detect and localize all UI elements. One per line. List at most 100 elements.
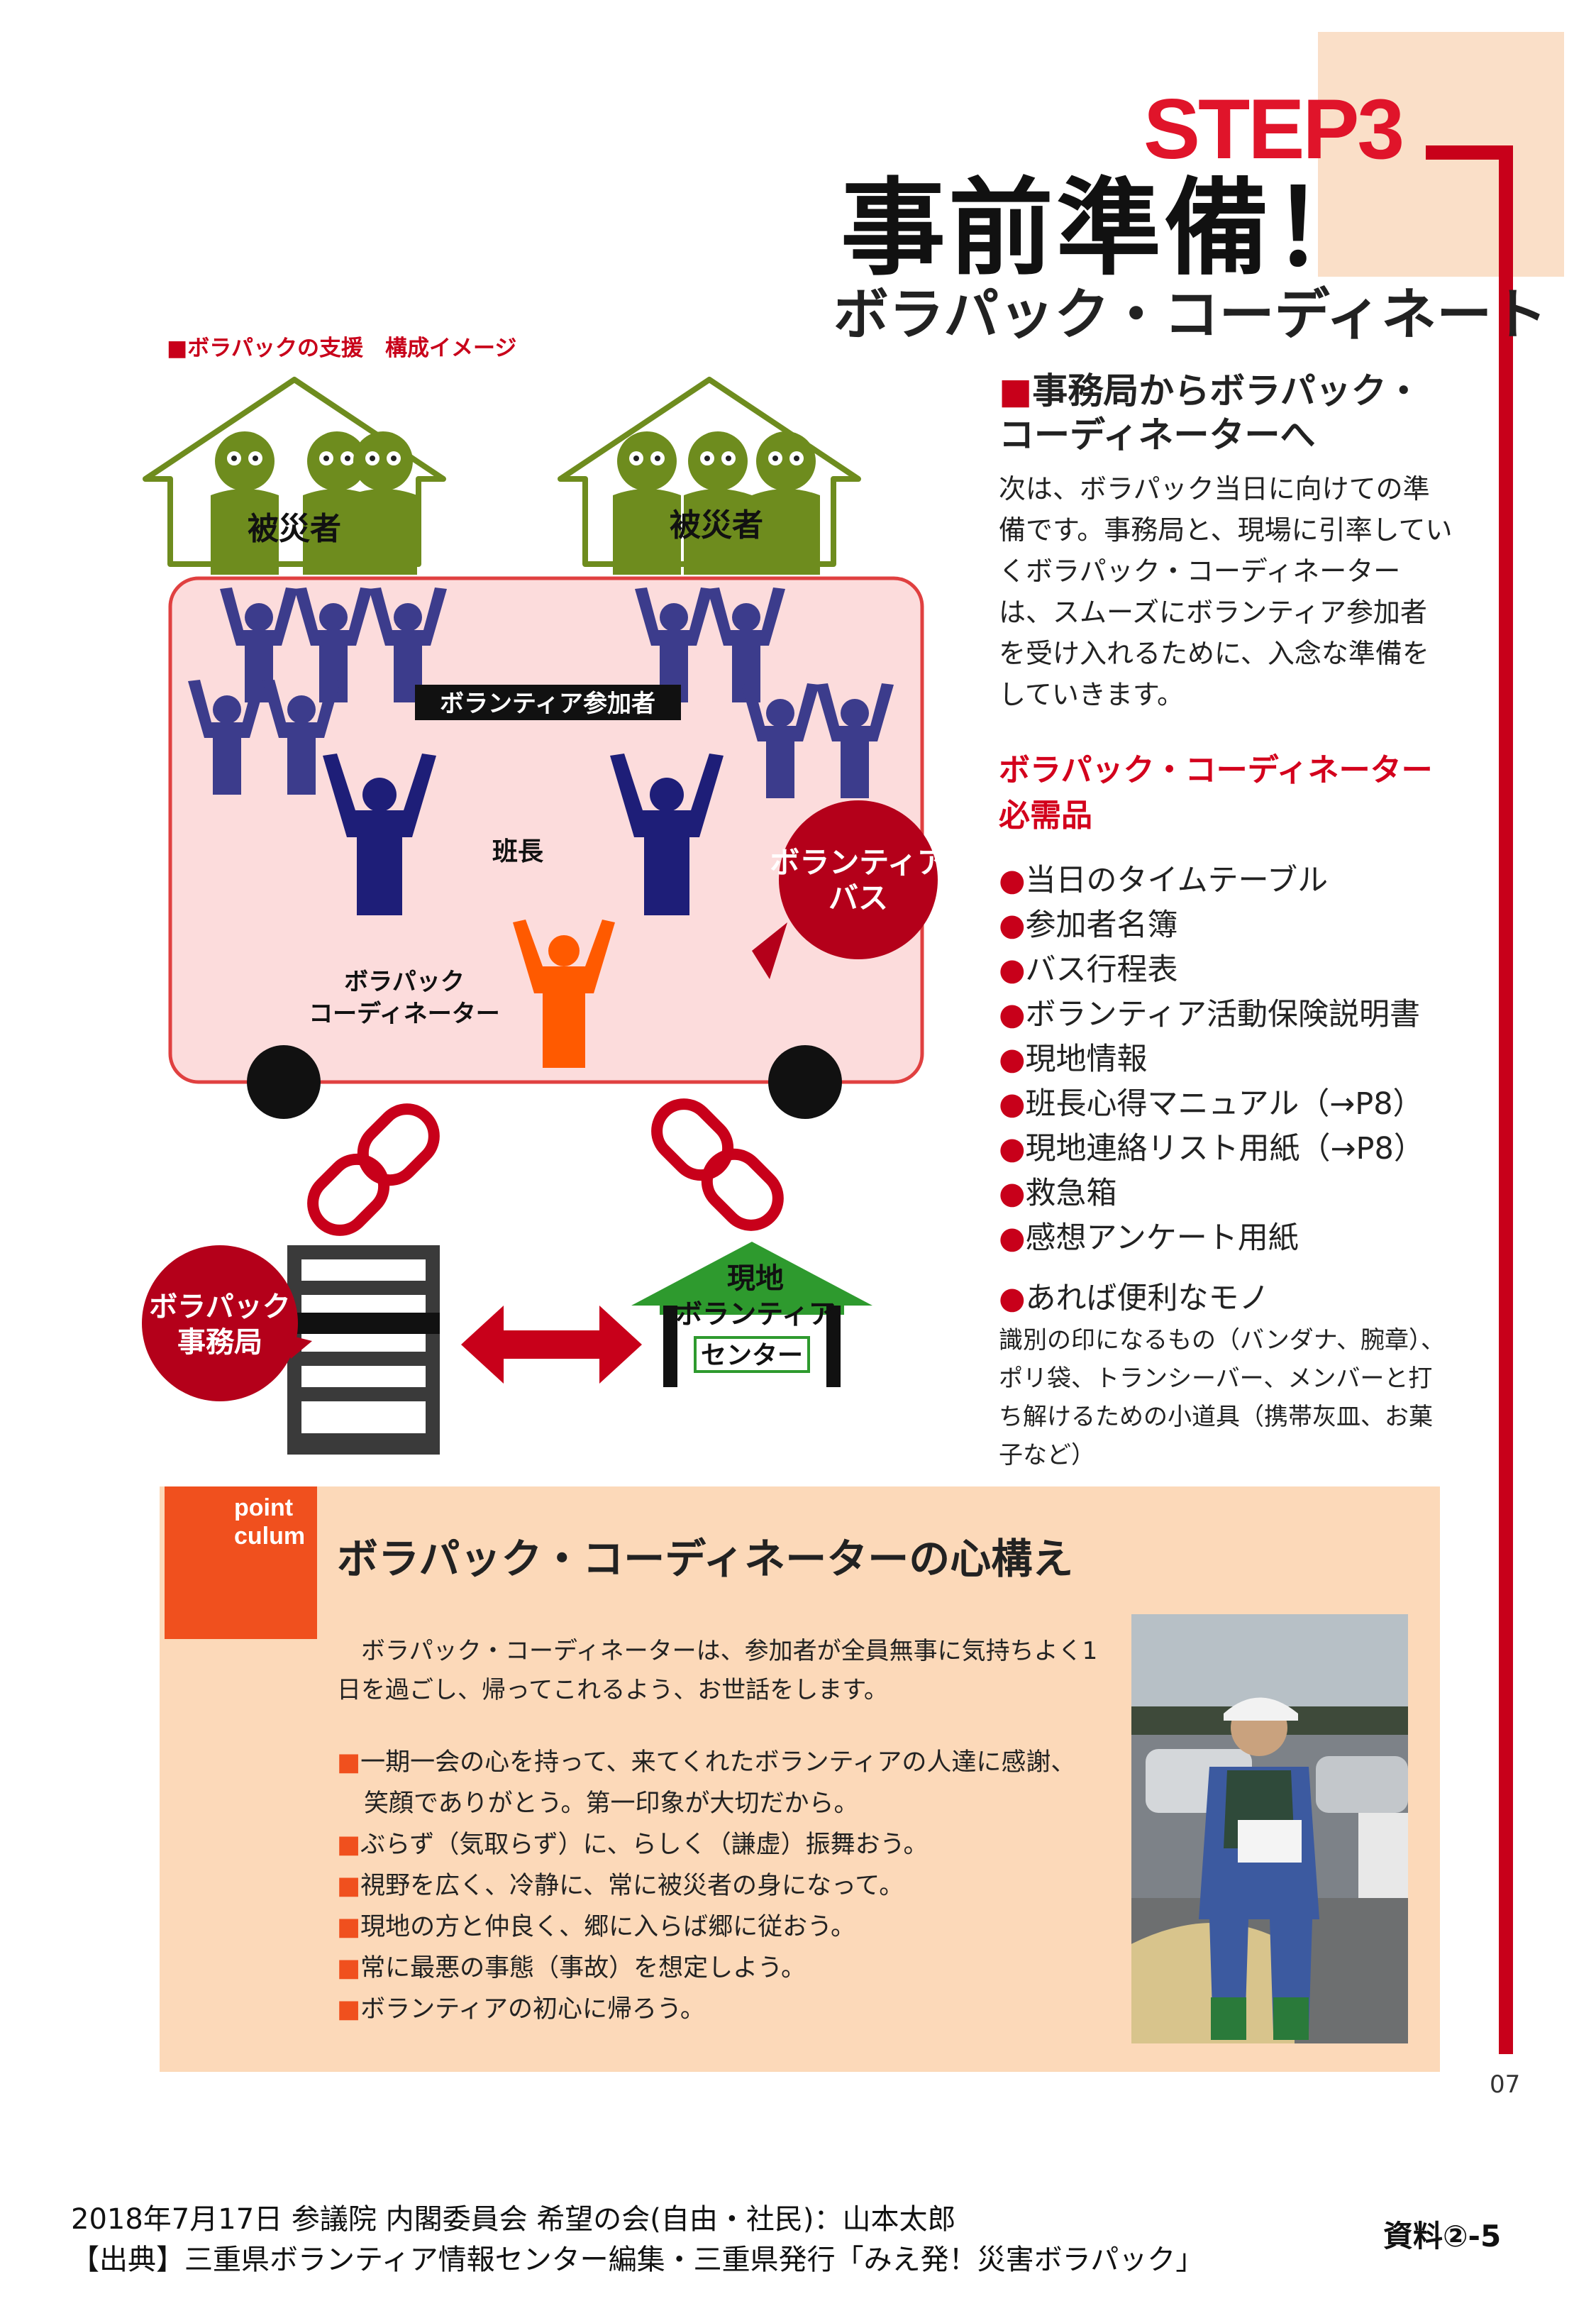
list-item: ●班長心得マニュアル（→P8） [999,1082,1453,1127]
item-text: ボランティア活動保険説明書 [1025,997,1420,1032]
bus-label-bubble: ボランティア バス [752,800,947,979]
item-text: ぶらず（気取らず）に、らしく（謙虚）振舞おう。 [360,1831,929,1859]
item-text: 感想アンケート用紙 [1025,1220,1299,1256]
leader-label: 班長 [492,837,544,866]
document-reference: 資料②-5 [1383,2219,1502,2253]
bullet-icon: ● [999,952,1026,988]
victims-label-left: 被災者 [248,511,341,547]
list-item: ■現地の方と仲良く、郷に入らば郷に従おう。 [337,1907,1138,1948]
two-way-arrow-icon [461,1306,642,1384]
coordinator-label-line2: コーディネーター [309,1000,500,1028]
square-marker-icon: ■ [337,1748,361,1777]
item-text: ボランティアの初心に帰ろう。 [360,1995,705,2024]
bullet-icon: ● [999,1220,1026,1256]
item-text: 現地連絡リスト用紙（→P8） [1025,1131,1424,1166]
extra-item-heading: ●あれば便利なモノ [999,1276,1453,1321]
coordinator-photo [1131,1614,1408,2043]
diagram-caption: ■ボラパックの支援 構成イメージ [167,336,517,361]
list-item: ●参加者名簿 [999,903,1453,948]
support-structure-diagram: 被災者 被災者 ボランティア参加者 班長 ボラパック コーディネーター ボランテ… [142,377,947,1455]
list-item: ■視野を広く、冷静に、常に被災者の身になって。 [337,1865,1138,1907]
extra-heading-text: あれば便利なモノ [1025,1281,1270,1316]
list-item: ●現地連絡リスト用紙（→P8） [999,1127,1453,1171]
bullet-icon: ● [999,1086,1026,1122]
local-center-building-icon: 現地 ボランティア センター [631,1242,872,1387]
heading-square-marker: ■ [999,370,1033,412]
item-text: 現地情報 [1025,1042,1148,1077]
volunteers-label: ボランティア参加者 [440,690,655,718]
page-number: 07 [1490,2070,1521,2099]
point-tab-line1: point [234,1494,294,1521]
bullet-icon: ● [999,1281,1026,1316]
victims-label-right: 被災者 [670,507,763,544]
section-heading: ■事務局からボラパック・コーディネーターへ [999,369,1453,457]
item-text: 班長心得マニュアル（→P8） [1025,1086,1424,1122]
section-heading-text: 事務局からボラパック・コーディネーターへ [999,370,1422,456]
square-marker-icon: ■ [337,1913,361,1941]
chain-link-left-icon [307,1103,440,1236]
list-item: ●救急箱 [999,1171,1453,1216]
list-item: ■ボランティアの初心に帰ろう。 [337,1989,1138,2030]
bullet-icon: ● [999,1131,1026,1166]
list-item: ●当日のタイムテーブル [999,859,1453,903]
header-red-rule [1426,145,1513,160]
coordinator-section: ■事務局からボラパック・コーディネーターへ 次は、ボラパック当日に向けての準備で… [999,369,1453,1474]
item-text: 一期一会の心を持って、来てくれたボランティアの人達に感謝、 [360,1748,1076,1777]
side-red-rule [1499,145,1513,2054]
bullet-icon: ● [999,907,1026,943]
victims-house-left: 被災者 [143,377,446,575]
office-label-bubble: ボラパック 事務局 [142,1245,312,1401]
page-subtitle: ボラパック・コーディネート [833,283,1548,347]
victims-house-right: 被災者 [558,377,861,575]
bus-label-line1: ボランティア [770,845,946,880]
square-marker-icon: ■ [337,1954,361,1982]
item-text-continued: 笑顔でありがとう。第一印象が大切だから。 [364,1789,859,1818]
coordinator-label-line1: ボラパック [344,968,465,996]
volunteers-label-box [415,685,681,720]
list-item: ●現地情報 [999,1037,1453,1082]
mindset-list: ■一期一会の心を持って、来てくれたボランティアの人達に感謝、笑顔でありがとう。第… [337,1742,1138,2030]
point-intro: ボラパック・コーディネーターは、参加者が全員無事に気持ちよく1日を過ごし、帰って… [337,1637,1098,1704]
item-text: 視野を広く、冷静に、常に被災者の身になって。 [360,1872,904,1900]
items-heading-line2: 必需品 [999,798,1092,834]
extra-item-text: 識別の印になるもの（バンダナ、腕章）、ポリ袋、トランシーバー、メンバーと打ち解け… [999,1326,1445,1469]
required-items-list: ●当日のタイムテーブル ●参加者名簿 ●バス行程表 ●ボランティア活動保険説明書… [999,859,1453,1261]
bullet-icon: ● [999,1176,1026,1211]
square-marker-icon: ■ [337,1831,361,1859]
item-text: バス行程表 [1025,952,1178,988]
point-tab-line2: culum [234,1523,306,1550]
item-text: 常に最悪の事態（事故）を想定しよう。 [360,1954,806,1982]
bus-wheel-right [768,1045,842,1119]
office-label-line1: ボラパック [149,1291,291,1323]
bullet-icon: ● [999,863,1026,898]
bus-label-line2: バス [829,881,888,915]
bus-wheel-left [247,1045,321,1119]
volunteer-bus [168,576,924,1084]
square-marker-icon: ■ [337,1995,361,2024]
item-text: 参加者名簿 [1025,907,1178,943]
footer-source-line2: 【出典】三重県ボランティア情報センター編集・三重県発行「みえ発！災害ボラパック」 [71,2244,1204,2276]
square-marker-icon: ■ [337,1872,361,1900]
chain-link-right-icon [651,1098,784,1231]
list-item: ●感想アンケート用紙 [999,1216,1453,1261]
list-item: ■常に最悪の事態（事故）を想定しよう。 [337,1948,1138,1989]
center-label-line1: 現地 [727,1262,784,1295]
office-label-line2: 事務局 [177,1326,262,1359]
page-title: 事前準備！ [841,167,1380,289]
list-item: ■一期一会の心を持って、来てくれたボランティアの人達に感謝、笑顔でありがとう。第… [337,1742,1138,1824]
items-heading-line1: ボラパック・コーディネーター [999,752,1433,788]
item-text: 現地の方と仲良く、郷に入らば郷に従おう。 [360,1913,855,1941]
bullet-icon: ● [999,997,1026,1032]
point-tab-label: point culum [234,1494,305,1550]
center-label-line3: センター [701,1341,803,1370]
item-text: 救急箱 [1025,1176,1117,1211]
section-intro: 次は、ボラパック当日に向けての準備です。事務局と、現場に引率していくボラパック・… [999,473,1453,710]
office-building-icon [287,1245,440,1455]
footer-source-line1: 2018年7月17日 参議院 内閣委員会 希望の会(自由・社民)：山本太郎 [71,2203,956,2236]
list-item: ■ぶらず（気取らず）に、らしく（謙虚）振舞おう。 [337,1824,1138,1865]
list-item: ●ボランティア活動保険説明書 [999,993,1453,1037]
step-label: STEP3 [1143,82,1404,177]
item-text: 当日のタイムテーブル [1025,863,1329,898]
bullet-icon: ● [999,1042,1026,1077]
items-heading: ボラパック・コーディネーター 必需品 [999,748,1453,839]
